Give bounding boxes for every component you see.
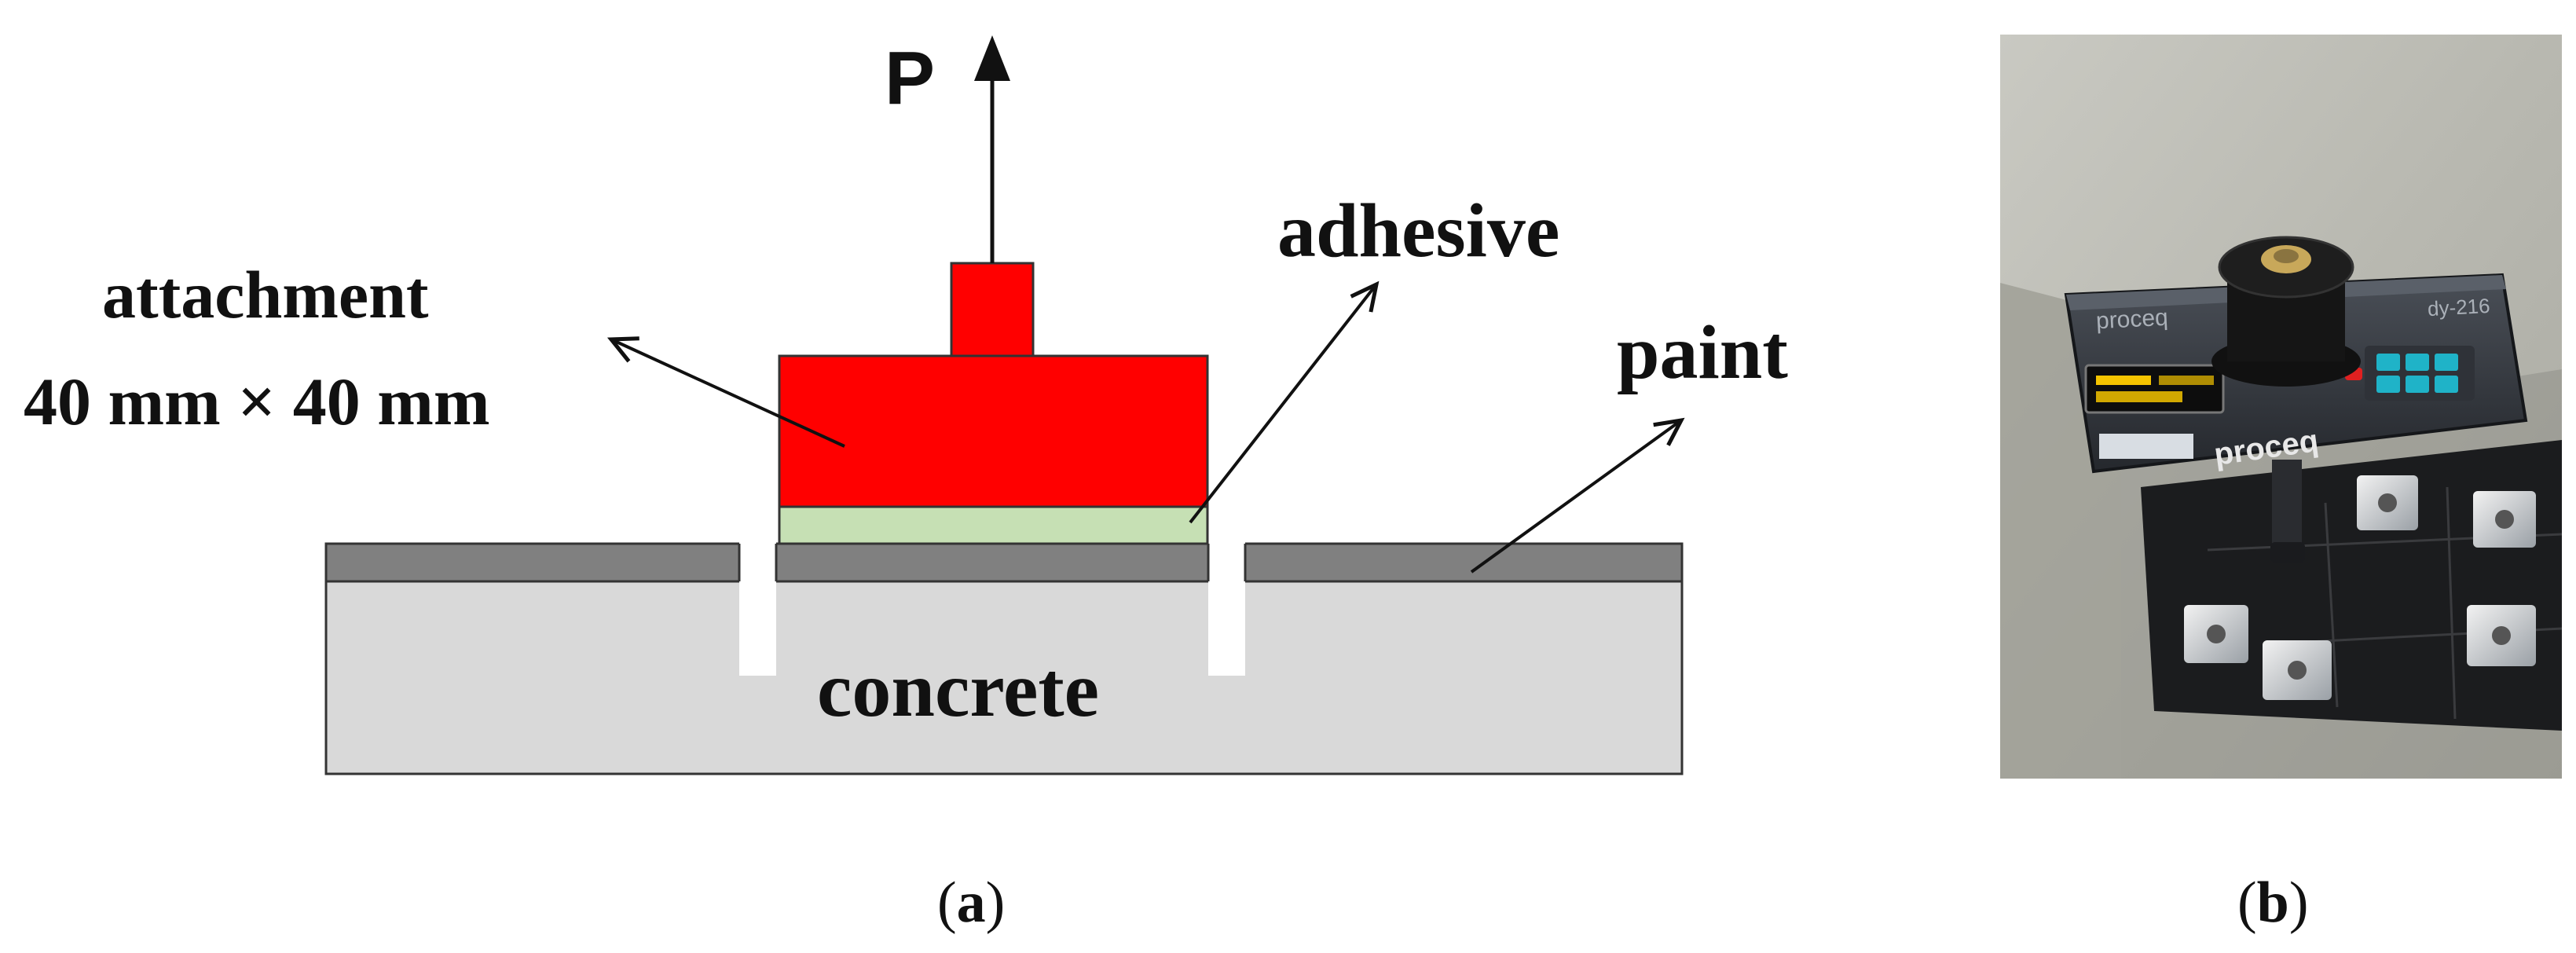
attachment-leader-arrow: [606, 336, 845, 448]
tester-display: [2084, 364, 2225, 414]
black-paint-surface: [2141, 440, 2562, 731]
paint-leader-arrow: [1470, 417, 1685, 574]
attachment-label: attachment: [102, 257, 429, 332]
adhesive-label: adhesive: [1277, 189, 1560, 273]
paint-label: paint: [1617, 310, 1788, 395]
tester-model: dy-216: [2427, 293, 2491, 321]
concrete-label: concrete: [817, 646, 1100, 733]
tester-brand-top: proceq: [2095, 304, 2169, 335]
load-label: P: [885, 36, 936, 120]
photo-pull-off-tester: [2000, 35, 2563, 779]
paint-layer: [324, 542, 1684, 583]
cut-slot-left: [739, 542, 776, 676]
attachment-block: [778, 354, 1209, 508]
attachment-size-label: 40 mm × 40 mm: [24, 364, 490, 439]
caption-a: (a): [937, 871, 1006, 935]
attachment-stem: [950, 262, 1035, 357]
cut-slot-right: [1208, 542, 1245, 676]
caption-b: (b): [2237, 871, 2309, 935]
adhesive-layer: [778, 505, 1209, 545]
concrete-block: [324, 580, 1684, 775]
adhesive-leader-arrow: [1189, 280, 1380, 524]
load-arrowhead: [974, 35, 1010, 81]
